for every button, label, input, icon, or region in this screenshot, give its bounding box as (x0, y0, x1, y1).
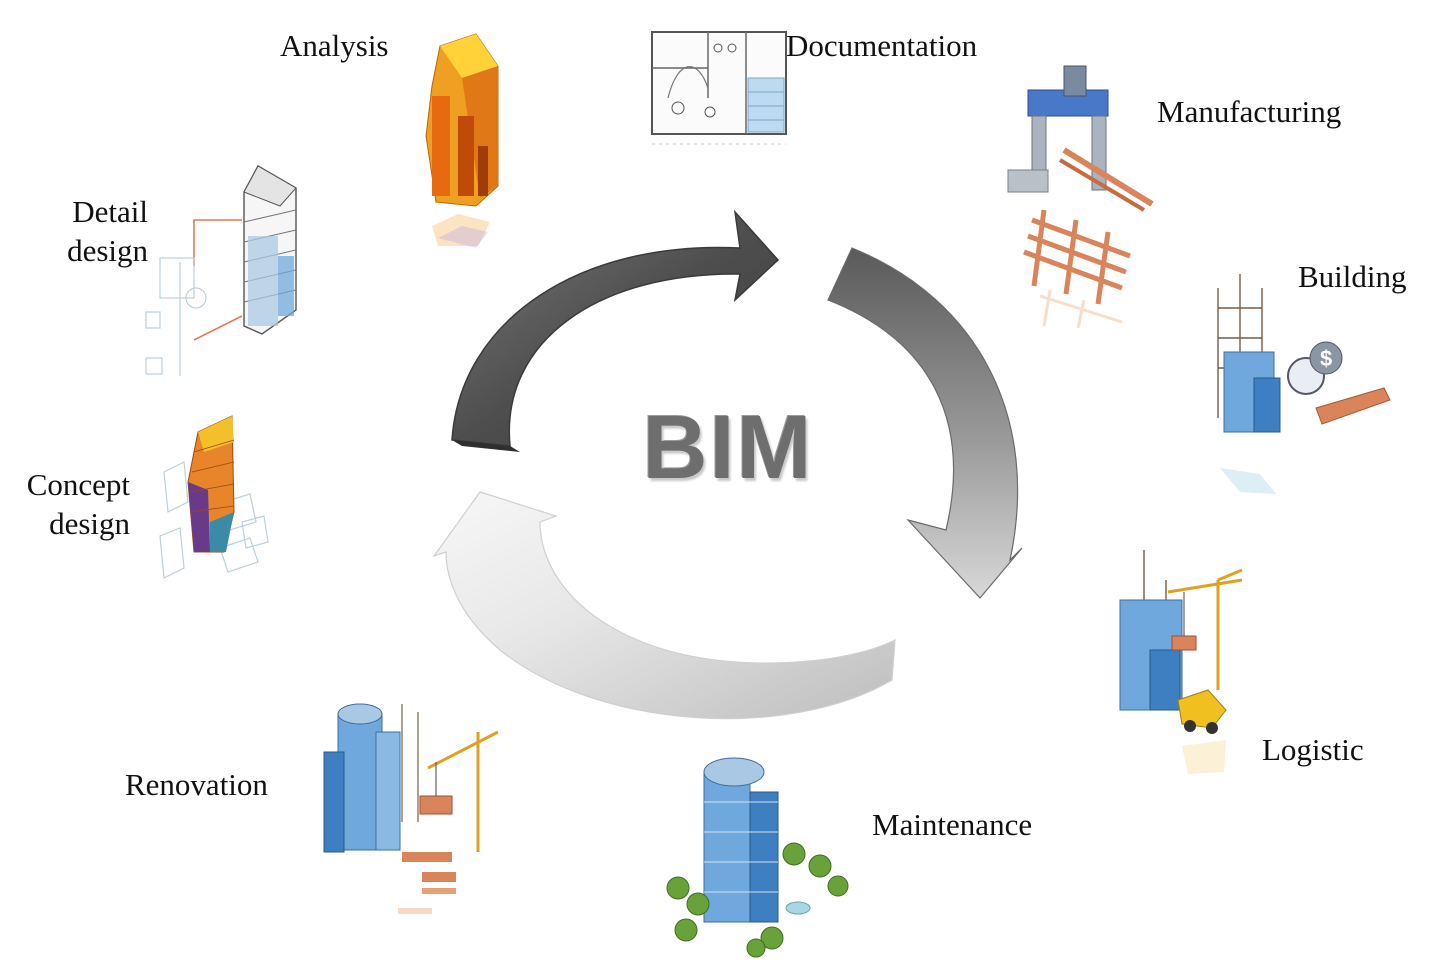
crane-logistics-icon (1108, 540, 1294, 784)
label-detail-design-line2: design (67, 233, 148, 268)
bim-center-label: BIM (642, 398, 814, 498)
label-building: Building (1298, 259, 1407, 294)
renovation-crane-icon (318, 692, 504, 920)
label-concept-design-line2: design (49, 506, 130, 541)
floorplan-icon (648, 28, 790, 154)
label-concept-design-line1: Concept (26, 467, 130, 502)
arrow-top (451, 209, 780, 447)
maintenance-building-icon (662, 742, 852, 960)
label-analysis: Analysis (280, 28, 389, 63)
label-detail-design-line1: Detail (72, 194, 148, 229)
label-maintenance: Maintenance (872, 807, 1033, 842)
detail-design-tower-icon (140, 162, 330, 390)
arrow-right (827, 247, 1023, 599)
label-manufacturing: Manufacturing (1157, 94, 1342, 129)
label-documentation: Documentation (786, 28, 978, 63)
arrow-bottom (432, 491, 896, 720)
concept-massing-icon (154, 412, 274, 584)
svg-text:$: $ (1320, 346, 1332, 371)
label-renovation: Renovation (125, 767, 268, 802)
analysis-tower-icon (418, 26, 508, 256)
label-logistic: Logistic (1262, 732, 1364, 767)
manufacturing-machine-icon (1004, 60, 1160, 332)
construction-tower-icon: $ (1200, 268, 1396, 504)
